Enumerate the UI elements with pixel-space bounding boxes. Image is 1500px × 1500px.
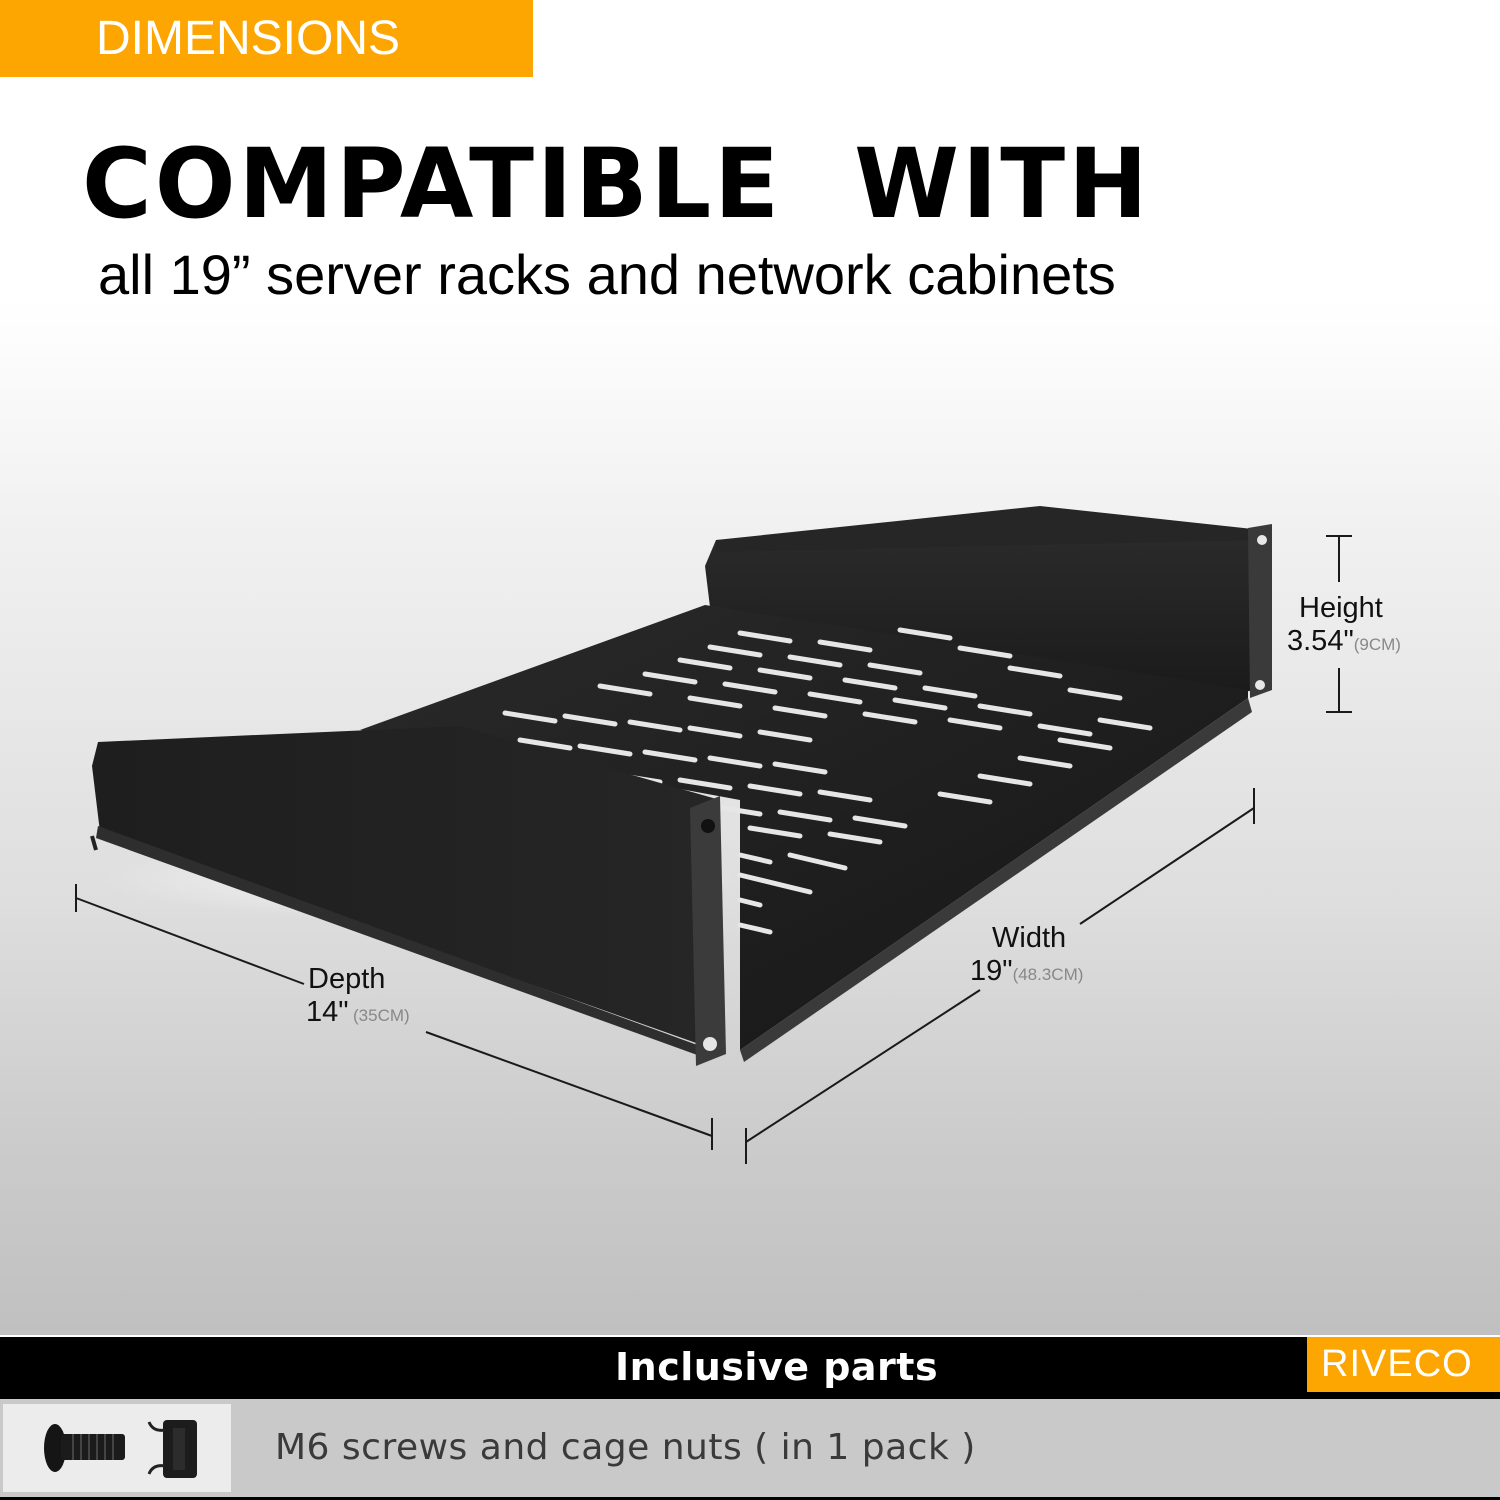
inclusive-parts-title: Inclusive parts [615,1345,939,1389]
headline: COMPATIBLE WITH [82,128,1151,240]
separator-line [0,1335,1500,1337]
parts-list-item: M6 screws and cage nuts ( in 1 pack ) [0,1399,1500,1500]
subheadline: all 19” server racks and network cabinet… [98,243,1116,306]
ventilation-slots [502,627,1153,935]
back-side-wall [705,506,1272,700]
parts-thumbnail [3,1404,231,1492]
width-value: 19" [970,955,1013,987]
depth-value: 14" [306,996,349,1028]
screw-icon [44,1424,125,1472]
width-dimension-label: Width 19"(48.3CM) [970,922,1083,988]
depth-dimension-label: Depth 14" (35CM) [306,963,410,1029]
height-label: Height [1299,592,1383,624]
front-side-wall [90,726,726,1066]
width-metric: (48.3CM) [1012,965,1084,984]
dimensions-tag: DIMENSIONS [0,0,533,77]
dimension-lines [75,535,1352,1164]
brand-logo: RIVECO [1307,1337,1500,1392]
inclusive-parts-bar: Inclusive parts RIVECO [0,1337,1500,1399]
depth-label: Depth [308,963,386,995]
parts-description: M6 screws and cage nuts ( in 1 pack ) [275,1427,976,1468]
height-dimension-label: Height 3.54"(9CM) [1287,592,1401,658]
width-label: Width [992,922,1067,954]
height-metric: (9CM) [1353,635,1401,654]
depth-metric: (35CM) [353,1006,410,1025]
height-value: 3.54" [1287,625,1354,657]
shelf-diagram [75,506,1352,1164]
cage-nut-icon [147,1420,197,1478]
